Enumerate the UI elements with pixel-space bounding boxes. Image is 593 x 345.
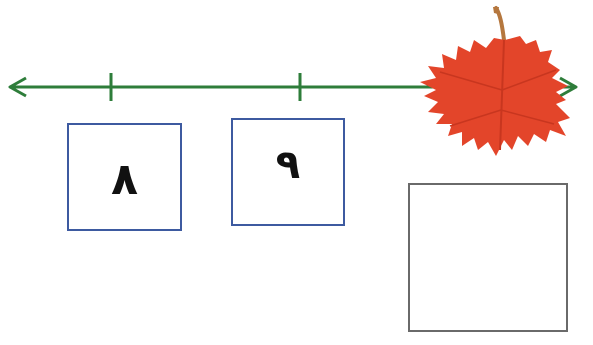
number-label-9: ٩ — [275, 142, 301, 188]
answer-box-9: ٩ — [231, 118, 345, 226]
number-label-8: ٨ — [111, 154, 138, 205]
left-arrow-icon — [8, 76, 27, 98]
right-arrow-icon — [559, 76, 578, 98]
maple-leaf-icon — [420, 6, 570, 156]
answer-box-empty[interactable] — [408, 183, 568, 332]
answer-box-8: ٨ — [67, 123, 182, 231]
